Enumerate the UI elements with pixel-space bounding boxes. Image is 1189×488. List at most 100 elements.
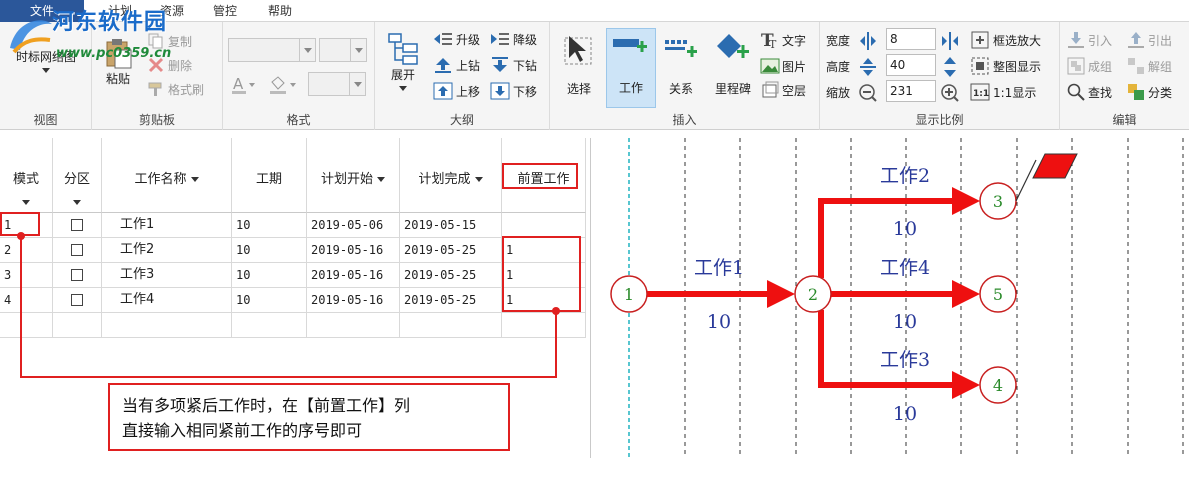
menu-resource[interactable]: 资源 [159,4,184,18]
cell-start[interactable]: 2019-05-06 [307,213,400,238]
cell-predecessor[interactable]: 1 [502,238,586,263]
work-name-label[interactable]: 工作1 [694,257,744,279]
classify-button[interactable]: 分类 [1126,82,1172,102]
drill-down-button[interactable]: 下钻 [489,56,537,74]
work-name-label[interactable]: 工作4 [880,257,930,279]
work-tool-button[interactable]: 工作 [606,28,656,108]
delete-button[interactable]: 删除 [147,56,192,74]
work-name-label[interactable]: 工作3 [880,349,930,371]
relation-tool-button[interactable]: 关系 [658,30,704,106]
network-node[interactable] [610,275,648,313]
zoom-in-icon[interactable] [940,82,960,104]
insert-picture-button[interactable]: 图片 [760,56,806,76]
col-header-partition[interactable]: 分区 [53,138,102,213]
cell-start[interactable]: 2019-05-16 [307,288,400,313]
cell-mode[interactable]: 1 [0,213,53,238]
table-row-empty[interactable] [0,313,586,338]
copy-button[interactable]: 复制 [147,32,192,50]
cell-name[interactable]: 工作2 [102,238,232,263]
col-header-name[interactable]: 工作名称 [102,138,232,213]
cell-mode[interactable]: 4 [0,288,53,313]
paste-button[interactable]: 粘贴 [98,36,138,87]
work-arrow-3[interactable] [818,310,954,388]
move-down-button[interactable]: 下移 [489,82,537,100]
chevron-down-icon[interactable] [377,177,385,182]
cell-finish[interactable]: 2019-05-25 [400,263,502,288]
fit-all-button[interactable]: 整图显示 [970,56,1041,76]
cell-predecessor[interactable]: 1 [502,263,586,288]
cell-predecessor[interactable]: 1 [502,288,586,313]
cell-finish[interactable]: 2019-05-15 [400,213,502,238]
height-shrink-icon[interactable] [858,56,878,78]
zoom-out-icon[interactable] [858,82,878,104]
network-node[interactable] [794,275,832,313]
cell-mode[interactable]: 3 [0,263,53,288]
partition-cell[interactable] [53,288,102,313]
downgrade-button[interactable]: 降级 [489,30,537,48]
cell-start[interactable]: 2019-05-16 [307,238,400,263]
cell-name[interactable]: 工作4 [102,288,232,313]
menu-plan[interactable]: 计划 [107,4,132,18]
menu-control[interactable]: 管控 [212,4,237,18]
zoom-box-button[interactable]: 框选放大 [970,30,1041,50]
chevron-down-icon[interactable] [73,200,81,205]
select-tool-button[interactable]: 选择 [556,30,602,106]
partition-cell[interactable] [53,238,102,263]
chevron-down-icon[interactable] [22,200,30,205]
partition-checkbox[interactable] [71,294,83,306]
font-name-select[interactable] [228,38,316,62]
col-header-mode[interactable]: 模式 [0,138,53,213]
network-node[interactable] [979,366,1017,404]
font-color-button[interactable]: A [230,74,256,96]
partition-cell[interactable] [53,213,102,238]
cell-duration[interactable]: 10 [232,263,307,288]
find-button[interactable]: 查找 [1066,82,1112,102]
cell-predecessor[interactable] [502,213,586,238]
font-size-select[interactable] [319,38,367,62]
work-name-label[interactable]: 工作2 [880,165,930,187]
height-expand-icon[interactable] [940,56,960,78]
partition-checkbox[interactable] [71,244,83,256]
zoom-input[interactable]: 231 [886,80,936,102]
upgrade-button[interactable]: 升级 [432,30,480,48]
col-header-start[interactable]: 计划开始 [307,138,400,213]
partition-cell[interactable] [53,263,102,288]
cell-duration[interactable]: 10 [232,213,307,238]
cell-duration[interactable]: 10 [232,238,307,263]
col-header-duration[interactable]: 工期 [232,138,307,213]
fill-color-button[interactable] [268,74,298,96]
height-input[interactable]: 40 [886,54,936,76]
cell-start[interactable]: 2019-05-16 [307,263,400,288]
cell-finish[interactable]: 2019-05-25 [400,288,502,313]
cell-name[interactable]: 工作3 [102,263,232,288]
move-up-button[interactable]: 上移 [432,82,480,100]
format-painter-button[interactable]: 格式刷 [147,80,204,98]
chevron-down-icon[interactable] [474,177,483,182]
menu-help[interactable]: 帮助 [267,4,292,18]
line-style-select[interactable] [308,72,366,96]
width-input[interactable]: 8 [886,28,936,50]
cell-finish[interactable]: 2019-05-25 [400,238,502,263]
expand-button[interactable]: 展开 [380,30,426,91]
cell-mode[interactable]: 2 [0,238,53,263]
network-diagram-button[interactable]: 时标网络图 [4,48,88,73]
col-header-finish[interactable]: 计划完成 [400,138,502,213]
cell-name[interactable]: 工作1 [102,213,232,238]
chevron-down-icon[interactable] [190,177,199,182]
ungroup-button[interactable]: 解组 [1126,56,1172,76]
milestone-flag-icon[interactable] [1032,153,1078,179]
export-button[interactable]: 引出 [1126,30,1172,50]
network-node[interactable] [979,275,1017,313]
import-button[interactable]: 引入 [1066,30,1112,50]
partition-checkbox[interactable] [71,219,83,231]
drill-up-button[interactable]: 上钻 [432,56,480,74]
partition-checkbox[interactable] [71,269,83,281]
one-to-one-button[interactable]: 1:1 1:1显示 [970,82,1036,102]
empty-layer-button[interactable]: 空层 [760,80,806,100]
